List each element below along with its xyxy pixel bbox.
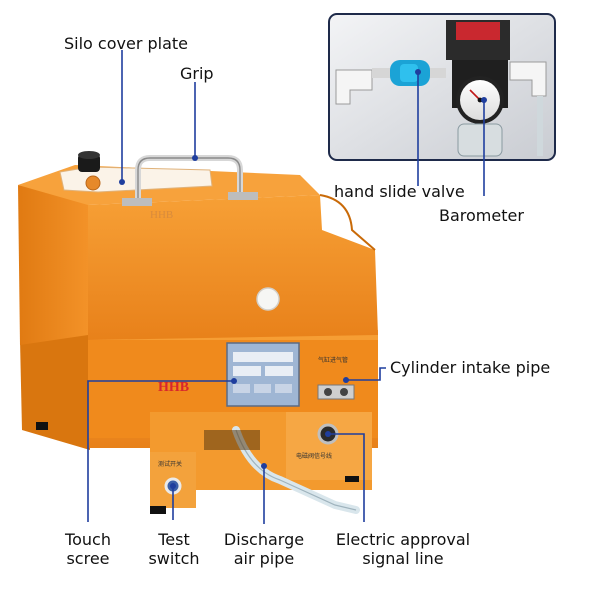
label-discharge-line1: Discharge: [223, 530, 305, 549]
silo-cover-hole: [85, 175, 101, 191]
regulator-bowl: [457, 123, 503, 157]
black-knob: [78, 154, 100, 172]
cylinder-intake-fittings: [317, 384, 355, 400]
leader-cylinder: [346, 367, 386, 381]
label-electric-signal-line: Electric approval signal line: [318, 530, 488, 568]
brand-logo: HHB: [158, 380, 189, 395]
test-switch-panel-text: 测试开关: [158, 460, 182, 468]
label-test-switch-line2: switch: [148, 549, 200, 568]
label-touch-screen-line2: scree: [66, 549, 110, 568]
label-electric-line1: Electric approval: [335, 530, 471, 549]
label-hand-slide-valve: hand slide valve: [334, 182, 465, 201]
cabinet-front: [88, 195, 378, 340]
label-barometer: Barometer: [439, 206, 524, 225]
label-electric-line2: signal line: [362, 549, 444, 568]
label-test-switch: Test switch: [136, 530, 212, 568]
label-touch-screen-line1: Touch: [65, 530, 111, 549]
leader-electric: [328, 433, 365, 522]
label-cylinder-intake-pipe: Cylinder intake pipe: [390, 358, 551, 377]
engraved-logo: HHB: [150, 209, 173, 221]
inset-elbow-right: [509, 61, 547, 97]
upper-left-face: [18, 185, 88, 345]
label-touch-screen: Touch scree: [46, 530, 130, 568]
lower-box-left-face: [20, 320, 90, 450]
label-discharge-air-pipe: Discharge air pipe: [218, 530, 310, 568]
white-knob: [256, 287, 280, 311]
label-discharge-line2: air pipe: [233, 549, 295, 568]
foot-right: [345, 476, 359, 482]
signal-panel-text: 电磁阀信号线: [296, 452, 332, 460]
base-right-box: [286, 412, 372, 480]
front-step: [319, 194, 376, 251]
label-grip: Grip: [180, 64, 214, 83]
cylinder-panel-text: 气缸进气管: [318, 356, 348, 364]
foot-left: [36, 422, 48, 430]
foot-mid: [150, 506, 166, 514]
label-test-switch-line1: Test: [158, 530, 190, 549]
label-silo-cover-plate: Silo cover plate: [64, 34, 189, 53]
leader-touch: [87, 380, 234, 522]
